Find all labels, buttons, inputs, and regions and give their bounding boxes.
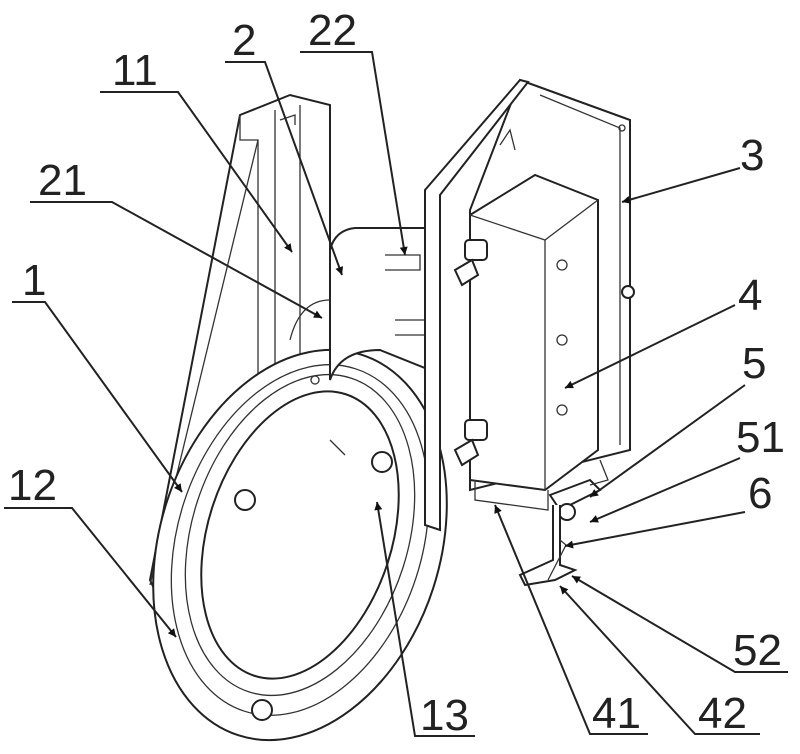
label-42: 42 [559, 585, 760, 738]
label-11-text: 11 [112, 46, 158, 95]
bracket-part-2 [289, 227, 431, 385]
label-6-text: 6 [748, 469, 772, 518]
label-5-text: 5 [742, 339, 766, 388]
label-51-text: 51 [736, 413, 785, 462]
label-1-text: 1 [22, 256, 46, 305]
label-21: 21 [30, 156, 323, 319]
label-4: 4 [564, 271, 762, 389]
label-2: 2 [225, 16, 344, 276]
label-51: 51 [589, 413, 785, 523]
label-12-text: 12 [8, 461, 57, 510]
label-22-text: 22 [308, 6, 357, 55]
label-3-text: 3 [740, 131, 764, 180]
label-13-text: 13 [420, 691, 469, 740]
label-21-text: 21 [38, 156, 87, 205]
label-52-text: 52 [733, 626, 782, 675]
label-42-text: 42 [698, 689, 747, 738]
label-13: 13 [374, 501, 475, 740]
ring-part-12 [152, 348, 448, 742]
label-5: 5 [589, 339, 766, 498]
label-1: 1 [12, 256, 183, 493]
label-6: 6 [564, 469, 772, 549]
label-12: 12 [4, 461, 177, 638]
label-52: 52 [571, 575, 788, 675]
label-11: 11 [100, 46, 293, 253]
block-part-4 [453, 173, 599, 511]
label-41: 41 [494, 504, 648, 738]
label-3: 3 [621, 131, 764, 204]
label-41-text: 41 [592, 689, 641, 738]
label-2-text: 2 [232, 16, 256, 65]
label-22: 22 [300, 6, 408, 256]
label-4-text: 4 [738, 271, 762, 320]
